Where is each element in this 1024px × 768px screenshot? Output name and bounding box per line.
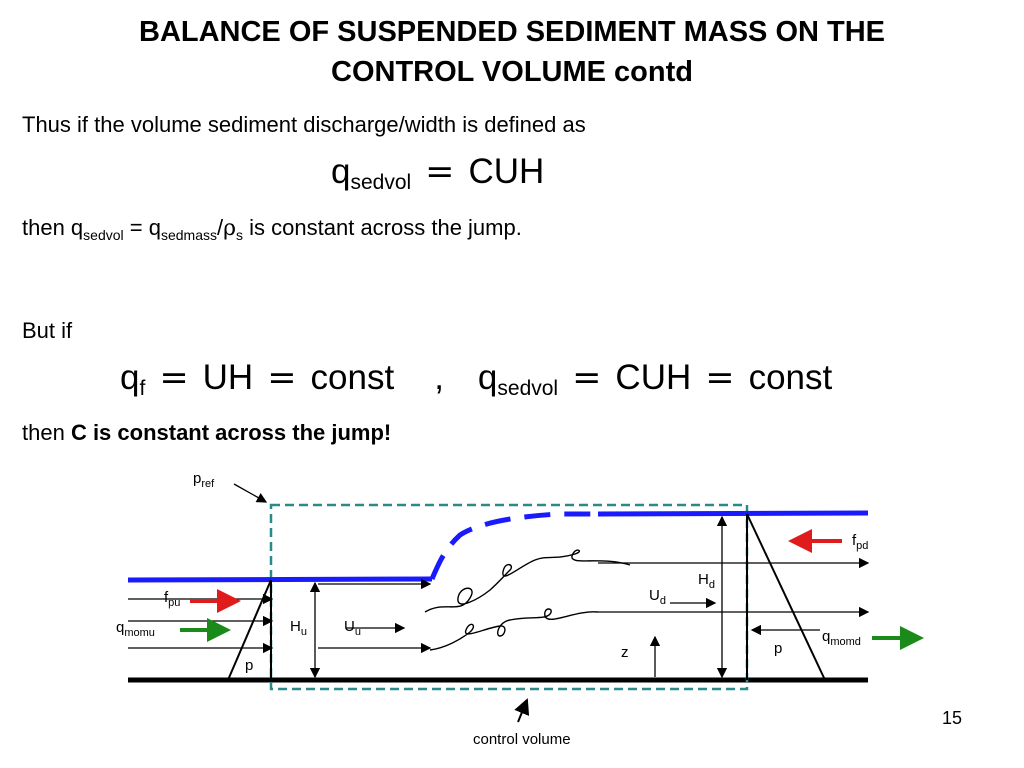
line2-suffix: is constant across the jump. <box>243 215 522 240</box>
lower-eddy-line <box>429 608 599 651</box>
page-number: 15 <box>942 708 963 728</box>
line2-slash: / <box>216 215 224 240</box>
eq2-q-sedvol: q <box>477 358 498 397</box>
upper-eddy-line <box>424 549 631 613</box>
eq2-const-b: const <box>748 358 833 397</box>
pref-pointer <box>233 483 268 503</box>
eq2-equals-b: = <box>267 358 297 398</box>
label-qmomd: qmomd <box>822 628 861 648</box>
line2-rho: ρ <box>223 216 237 241</box>
label-pref: pref <box>193 470 215 490</box>
conclusion-bold: C is constant across the jump! <box>70 420 392 445</box>
eq2-equals-d: = <box>705 358 735 398</box>
label-ud: Ud <box>649 587 666 607</box>
label-hd: Hd <box>698 571 715 591</box>
control-volume-pointer <box>514 698 530 723</box>
label-uu: Uu <box>344 618 361 638</box>
eq2-cuh: CUH <box>615 358 692 397</box>
eq1-rhs: CUH <box>468 152 545 191</box>
label-fpu: fpu <box>164 589 181 609</box>
eq1-equals: = <box>425 152 455 192</box>
downstream-pressure-triangle <box>746 513 826 681</box>
equation-const: qf=UH=const,qsedvol=CUH=const <box>120 358 832 409</box>
label-fpd: fpd <box>852 532 869 552</box>
eq2-const-a: const <box>310 358 395 397</box>
label-control-volume: control volume <box>473 731 571 748</box>
eq2-equals-a: = <box>159 358 189 398</box>
upstream-water-surface <box>127 576 433 583</box>
equation-qsedvol: qsedvol = CUH <box>331 152 544 203</box>
constant-statement: then qsedvol = qsedmass/ρs is constant a… <box>22 215 522 248</box>
conclusion-prefix: then <box>22 420 71 445</box>
line2-sub-s: s <box>236 227 244 243</box>
but-if-text: But if <box>22 318 73 343</box>
eq1-lhs-sub: sedvol <box>350 171 412 194</box>
label-z: z <box>621 644 629 661</box>
line2-sub-sedmass: sedmass <box>160 227 217 243</box>
line2-prefix: then q <box>22 215 84 240</box>
eq1-lhs: q <box>331 152 351 191</box>
jump-surface <box>429 511 598 580</box>
label-p-right: p <box>774 640 783 657</box>
control-volume-box <box>269 503 749 691</box>
eq2-comma: , <box>434 358 444 397</box>
conclusion-text: then C is constant across the jump! <box>22 420 391 446</box>
label-qmomu: qmomu <box>116 619 155 639</box>
line2-mid: = q <box>123 215 161 240</box>
label-p-left: p <box>245 657 254 674</box>
eq2-q-sedvol-sub: sedvol <box>497 377 559 400</box>
intro-text: Thus if the volume sediment discharge/wi… <box>22 112 586 137</box>
eq2-equals-c: = <box>572 358 602 398</box>
line2-sub-sedvol: sedvol <box>83 227 124 243</box>
eq2-qf: q <box>120 358 140 397</box>
slide-title: BALANCE OF SUSPENDED SEDIMENT MASS ON TH… <box>139 16 885 88</box>
downstream-water-surface <box>597 510 869 517</box>
eq2-uh: UH <box>202 358 254 397</box>
label-hu: Hu <box>290 618 307 638</box>
eq2-qf-sub: f <box>139 377 146 400</box>
